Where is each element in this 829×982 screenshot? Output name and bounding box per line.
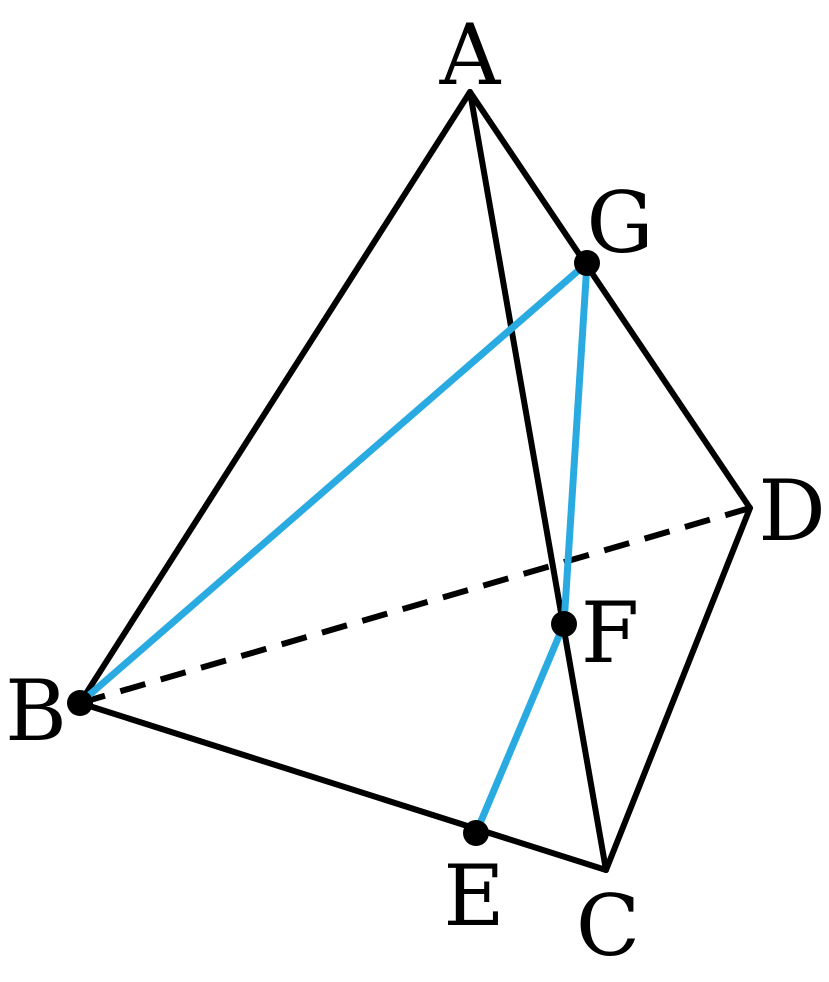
segment-bg — [76, 259, 591, 707]
point-g — [574, 250, 600, 276]
segment-gf — [560, 259, 591, 628]
highlight-segments-group — [76, 259, 591, 837]
vertex-label-f: F — [581, 584, 639, 682]
vertex-label-g: G — [586, 174, 653, 272]
vertex-label-b: B — [5, 662, 67, 760]
segment-fe — [472, 620, 568, 837]
vertex-labels-group: A B C D E F G — [5, 6, 826, 975]
vertex-label-e: E — [443, 847, 504, 945]
edge-bc — [77, 700, 609, 873]
point-f — [551, 611, 577, 637]
point-b — [67, 690, 93, 716]
edge-ac — [467, 89, 609, 873]
marked-points-group — [67, 250, 600, 846]
edge-bd — [79, 505, 751, 706]
edge-ab — [77, 89, 473, 706]
vertex-label-a: A — [439, 6, 502, 104]
edge-ad — [467, 89, 753, 511]
edges-group — [77, 89, 753, 873]
edge-cd — [603, 505, 753, 873]
point-e — [463, 820, 489, 846]
vertex-label-c: C — [576, 877, 640, 975]
vertex-label-d: D — [758, 462, 825, 560]
